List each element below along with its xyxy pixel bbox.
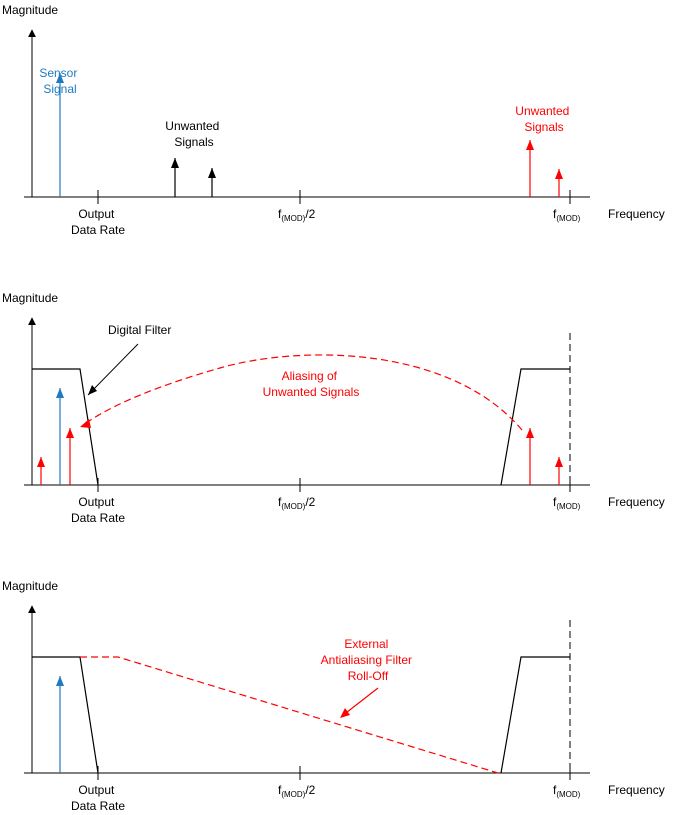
aliased-red-signal-arrowhead [66, 428, 74, 438]
output-data-rate-label: Output Data Rate [71, 207, 125, 237]
aliasing-label: Aliasing of Unwanted Signals [263, 369, 360, 399]
digital-filter-pointer [87, 343, 139, 396]
sensor-signal-label: Sensor Signal [39, 66, 80, 96]
rolloff-pointer [341, 687, 379, 717]
x-axis-label: Frequency [608, 783, 665, 797]
x-axis-label: Frequency [608, 207, 665, 221]
unwanted-signals-label: Unwanted Signals [165, 119, 222, 149]
antialiasing-rolloff-line [80, 656, 499, 774]
fmod-label: f(MOD) [553, 783, 581, 799]
unwanted-signal-arrowhead [208, 168, 216, 178]
rolloff-pointer-head [340, 708, 350, 718]
unwanted-signal-arrowhead [171, 158, 179, 168]
digital-filter-label: Digital Filter [108, 323, 171, 337]
fmod-label: f(MOD) [553, 207, 581, 223]
fmod-label: f(MOD) [553, 495, 581, 511]
output-data-rate-label: Output Data Rate [71, 783, 125, 813]
sensor-signal-arrowhead [56, 676, 64, 686]
digital-filter-image-response [500, 368, 570, 486]
digital-filter-response [32, 656, 99, 774]
y-axis-label: Magnitude [2, 3, 58, 17]
sensor-signal-arrowhead [56, 388, 64, 398]
y-axis-label: Magnitude [2, 291, 58, 305]
fmod-half-label: f(MOD)/2 [278, 207, 316, 223]
panel-1: Magnitude Output Data Rate f(MOD)/2 f(MO… [2, 3, 665, 237]
panel-3: Magnitude Output Data Rate f(MOD)/2 f(MO… [2, 579, 665, 813]
digital-filter-image-response [500, 656, 570, 774]
rolloff-label: External Antialiasing Filter Roll-Off [321, 637, 416, 683]
digital-filter-pointer-head [88, 385, 97, 395]
unwanted-red-signal-arrowhead [555, 457, 563, 467]
unwanted-red-signal-arrowhead [555, 169, 563, 179]
unwanted-red-signals-label: Unwanted Signals [515, 104, 572, 134]
fmod-half-label: f(MOD)/2 [278, 495, 316, 511]
fmod-half-label: f(MOD)/2 [278, 783, 316, 799]
unwanted-red-signal-arrowhead [526, 428, 534, 438]
x-axis-label: Frequency [608, 495, 665, 509]
aliasing-arc-arrowhead [80, 419, 91, 428]
sensor-signal-arrowhead [56, 73, 64, 83]
panel-2: Magnitude Output Data Rate f(MOD)/2 f(MO… [2, 291, 665, 525]
digital-filter-response [32, 368, 99, 486]
y-axis-label: Magnitude [2, 579, 58, 593]
aliased-red-signal-arrowhead [37, 457, 45, 467]
output-data-rate-label: Output Data Rate [71, 495, 125, 525]
unwanted-red-signal-arrowhead [526, 140, 534, 150]
